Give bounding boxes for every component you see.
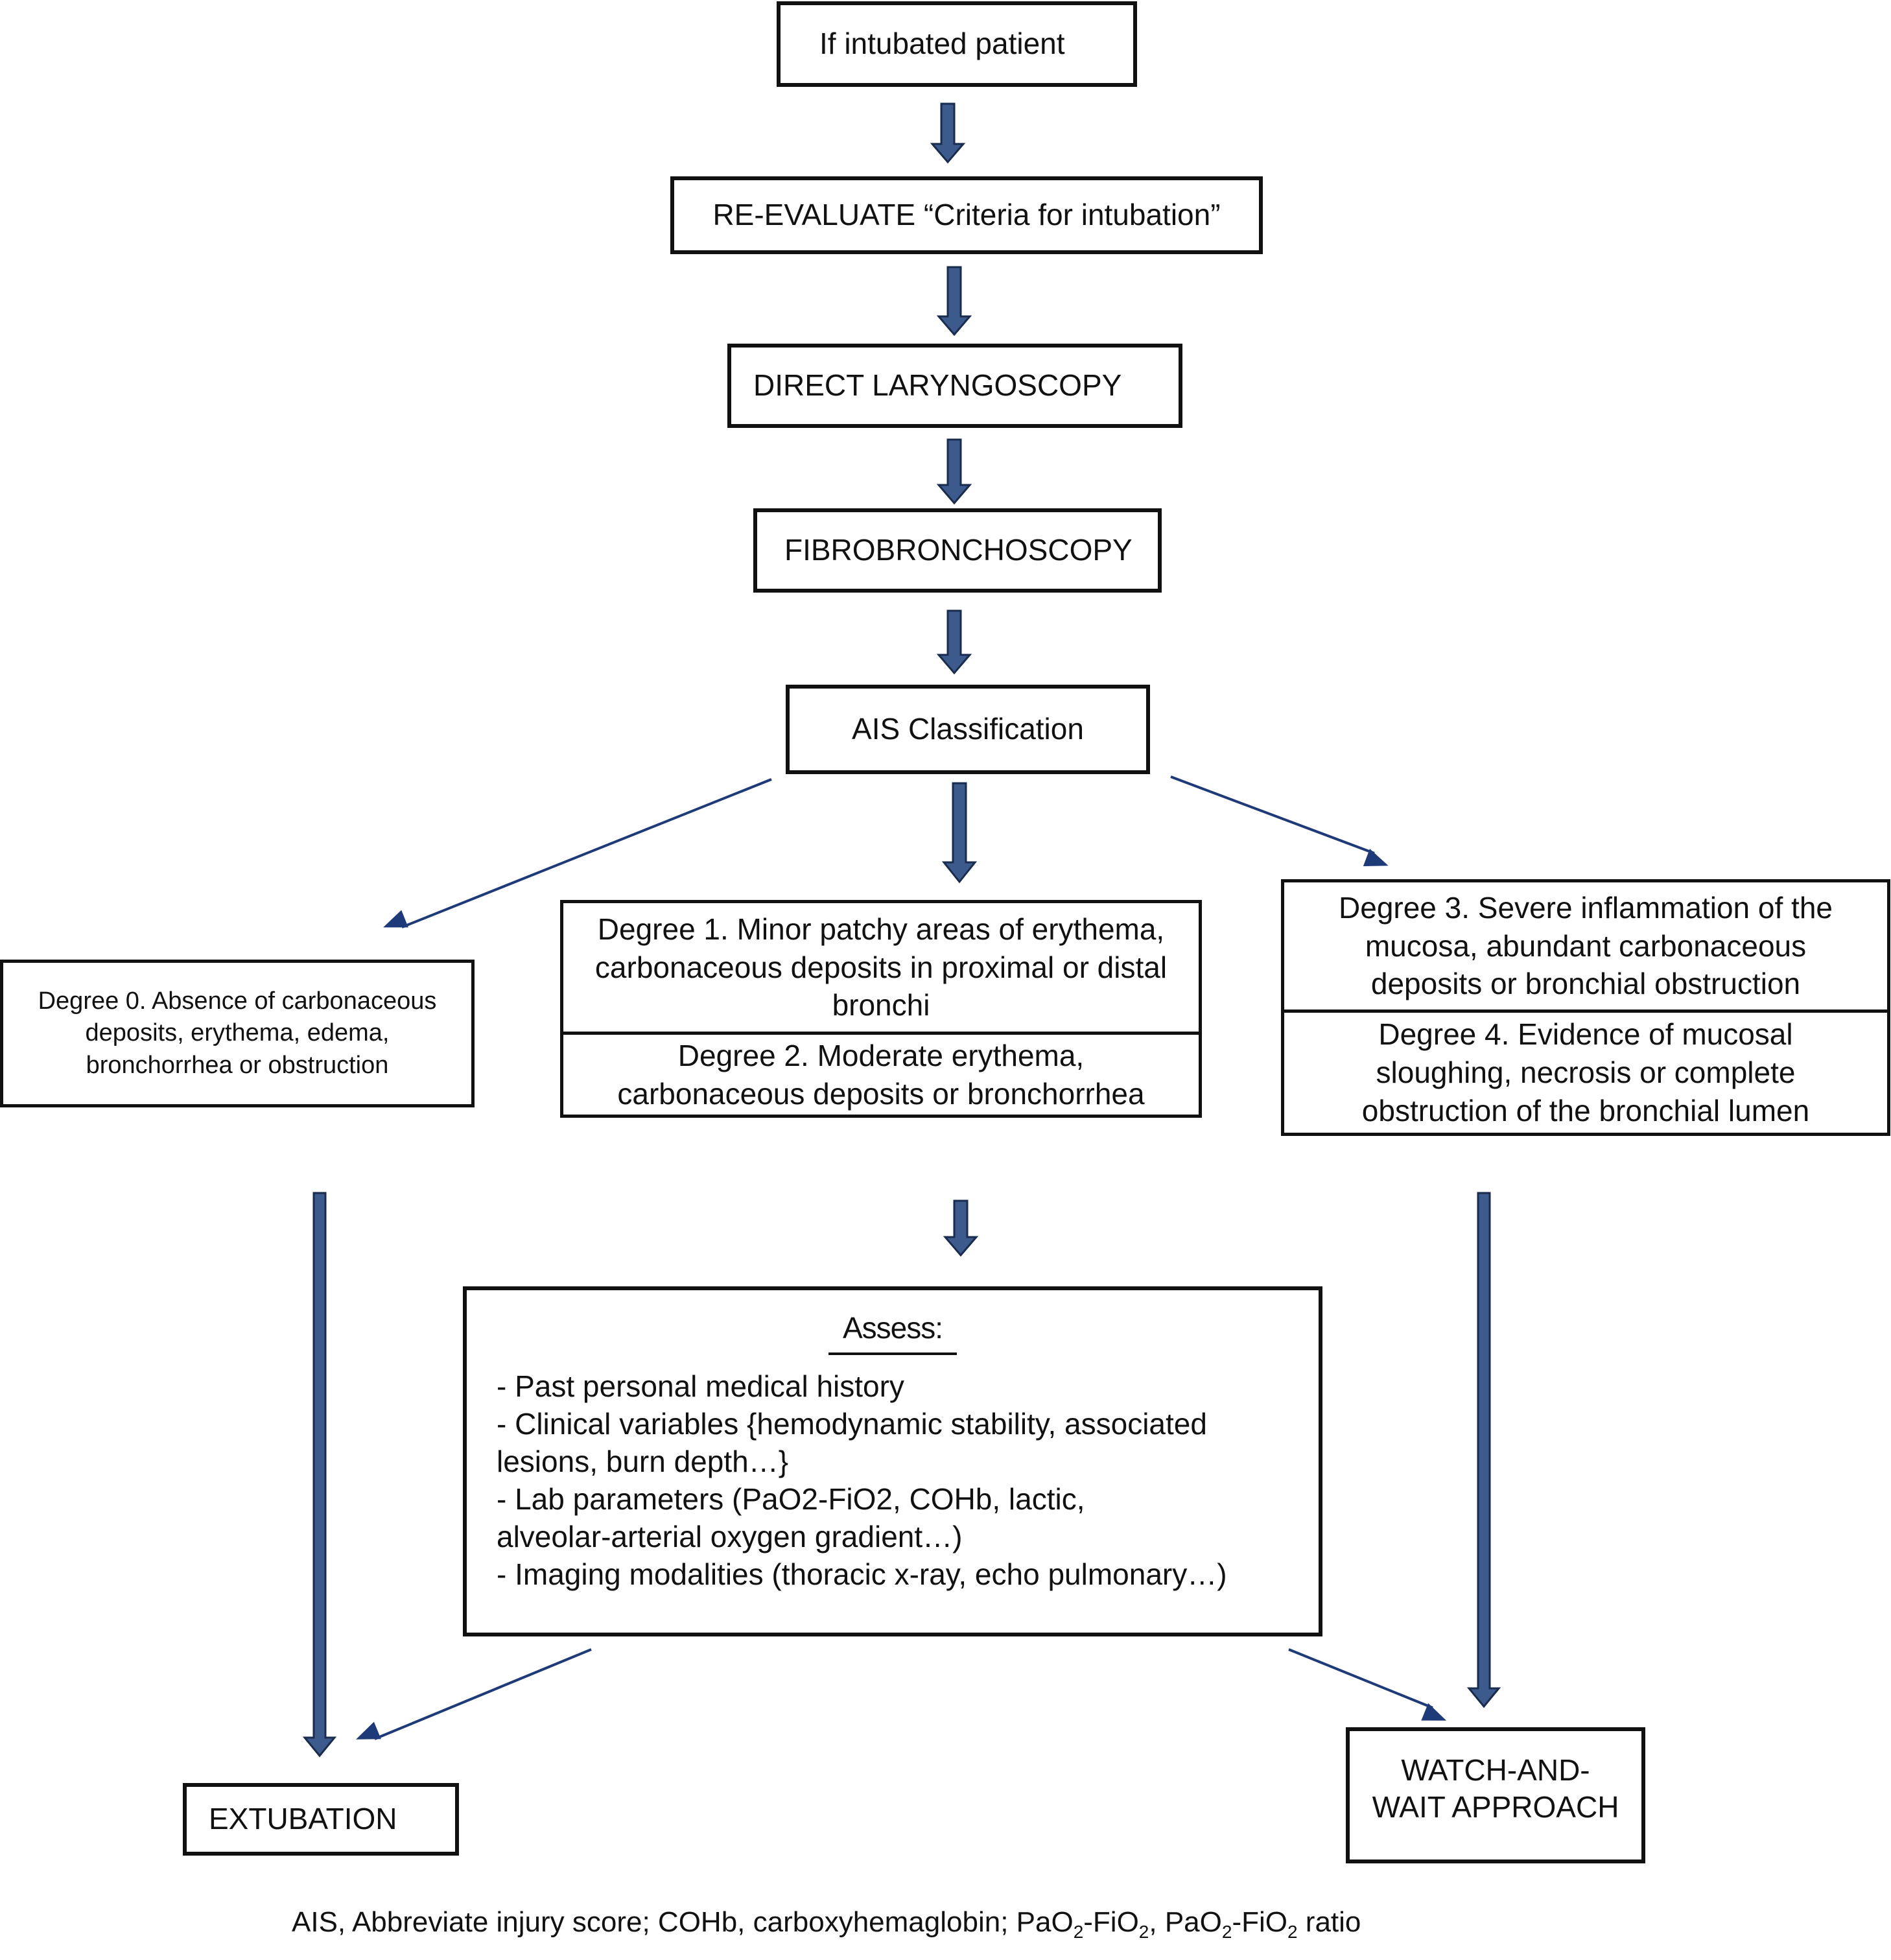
arrow-assess-to-extubation — [356, 1648, 592, 1740]
assess-item: - Lab parameters (PaO2-FiO2, COHb, lacti… — [497, 1482, 1085, 1553]
footnote-subscript: 2 — [1287, 1922, 1298, 1942]
ais-classification-label: AIS Classification — [852, 712, 1084, 746]
extubation-box: EXTUBATION — [183, 1783, 459, 1856]
arrow-laryngoscopy-to-fibro — [936, 438, 972, 505]
arrow-ais-to-degree0 — [383, 778, 772, 928]
footnote-text: ratio — [1297, 1906, 1361, 1938]
degree3-label: Degree 3. Severe inflammation of the muc… — [1339, 890, 1833, 1001]
degree3-cell: Degree 3. Severe inflammation of the muc… — [1284, 882, 1887, 1010]
footnote-text: AIS, Abbreviate injury score; COHb, carb… — [292, 1906, 1074, 1938]
degree2-cell: Degree 2. Moderate erythema, carbonaceou… — [563, 1032, 1199, 1115]
degree2-label: Degree 2. Moderate erythema, carbonaceou… — [617, 1038, 1145, 1111]
laryngoscopy-box: DIRECT LARYNGOSCOPY — [727, 344, 1182, 428]
arrow-fibro-to-ais — [936, 609, 972, 675]
arrow-ais-to-degree34 — [1170, 775, 1389, 867]
watch-and-wait-label: WATCH-AND- WAIT APPROACH — [1372, 1753, 1619, 1824]
arrow-degree12-to-assess — [943, 1199, 979, 1257]
degree4-label: Degree 4. Evidence of mucosal sloughing,… — [1361, 1017, 1810, 1128]
assess-box: Assess: - Past personal medical history … — [463, 1286, 1322, 1636]
footnote-text: , PaO — [1149, 1906, 1222, 1938]
extubation-label: EXTUBATION — [209, 1802, 397, 1836]
arrow-ais-to-degree12 — [941, 782, 978, 884]
start-label: If intubated patient — [819, 27, 1065, 61]
assess-item: - Past personal medical history — [497, 1369, 904, 1403]
footnote-subscript: 2 — [1073, 1922, 1084, 1942]
footnote: AIS, Abbreviate injury score; COHb, carb… — [292, 1906, 1361, 1942]
degree1-cell: Degree 1. Minor patchy areas of erythema… — [563, 903, 1199, 1032]
degree34-box: Degree 3. Severe inflammation of the muc… — [1281, 879, 1890, 1136]
arrow-reevaluate-to-laryngoscopy — [936, 266, 972, 337]
assess-title-text: Assess: — [828, 1310, 957, 1355]
assess-item: - Imaging modalities (thoracic x-ray, ec… — [497, 1557, 1227, 1591]
laryngoscopy-label: DIRECT LARYNGOSCOPY — [753, 368, 1122, 403]
footnote-subscript: 2 — [1221, 1922, 1232, 1942]
fibrobronchoscopy-box: FIBROBRONCHOSCOPY — [753, 508, 1162, 593]
watch-and-wait-box: WATCH-AND- WAIT APPROACH — [1346, 1727, 1645, 1863]
footnote-text: -FiO — [1232, 1906, 1287, 1938]
degree0-box: Degree 0. Absence of carbonaceous deposi… — [0, 960, 475, 1107]
degree1-label: Degree 1. Minor patchy areas of erythema… — [594, 912, 1168, 1022]
reevaluate-label: RE-EVALUATE “Criteria for intubation” — [712, 198, 1221, 232]
arrow-assess-to-watch — [1288, 1648, 1447, 1721]
ais-classification-box: AIS Classification — [786, 685, 1150, 774]
degree4-cell: Degree 4. Evidence of mucosal sloughing,… — [1284, 1010, 1887, 1133]
fibrobronchoscopy-label: FIBROBRONCHOSCOPY — [784, 533, 1133, 567]
arrow-degree0-to-extubation — [302, 1192, 337, 1758]
start-box: If intubated patient — [777, 1, 1137, 87]
assess-title: Assess: — [467, 1310, 1319, 1355]
arrow-degree34-to-watch — [1466, 1192, 1501, 1708]
arrow-start-to-reevaluate — [930, 102, 966, 164]
assess-list: - Past personal medical history - Clinic… — [497, 1368, 1306, 1594]
degree0-label: Degree 0. Absence of carbonaceous deposi… — [38, 987, 437, 1079]
footnote-text: -FiO — [1083, 1906, 1139, 1938]
footnote-subscript: 2 — [1138, 1922, 1149, 1942]
assess-item: - Clinical variables {hemodynamic stabil… — [497, 1406, 1207, 1478]
degree12-box: Degree 1. Minor patchy areas of erythema… — [560, 900, 1202, 1118]
reevaluate-box: RE-EVALUATE “Criteria for intubation” — [670, 176, 1263, 254]
